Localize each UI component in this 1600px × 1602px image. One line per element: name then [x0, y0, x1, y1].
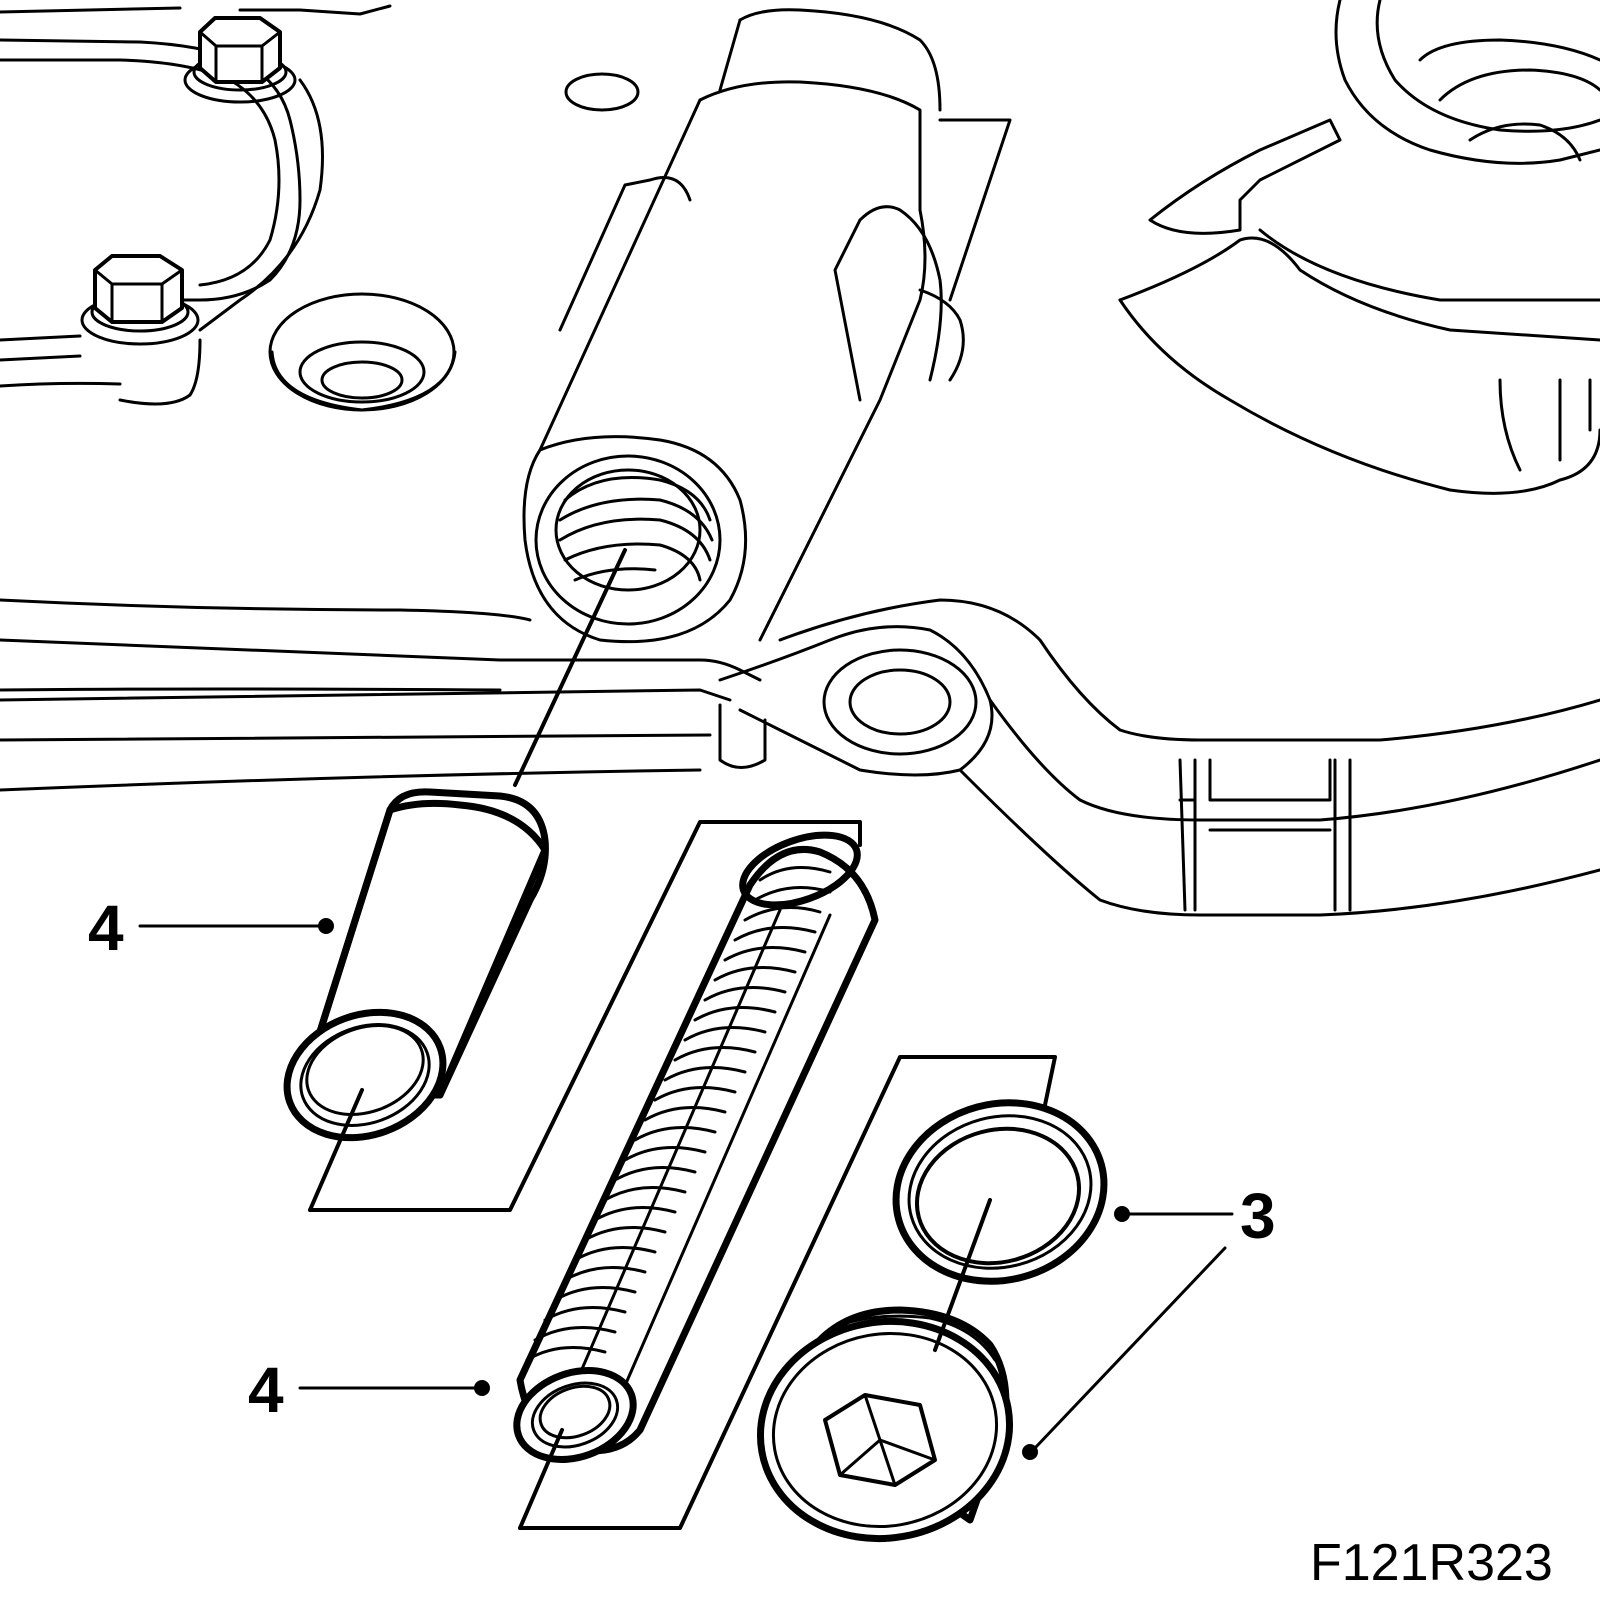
- housing-boss: [538, 8, 1012, 642]
- callout-bushing: 4: [88, 892, 334, 964]
- callout-seal-and-plug: 3: [1022, 1180, 1276, 1460]
- callout-label: 4: [248, 1354, 284, 1426]
- bolt-left: [80, 254, 200, 346]
- callout-label: 4: [88, 892, 124, 964]
- gearbox-housing: [0, 0, 1600, 917]
- leader-dot: [318, 918, 334, 934]
- callout-label: 3: [1240, 1180, 1276, 1252]
- plug-screw-part: [756, 1306, 1014, 1543]
- figure-code: F121R323: [1310, 1534, 1553, 1592]
- leader-dot: [474, 1380, 490, 1396]
- seal-bracket: [933, 1198, 992, 1352]
- right-mount: [1118, 0, 1600, 495]
- bolt-top: [183, 16, 297, 104]
- sealing-ring-part: [892, 1099, 1108, 1285]
- countersunk-hole: [268, 292, 457, 412]
- spring-bracket: [518, 1055, 1057, 1530]
- leader-dot: [1022, 1444, 1038, 1460]
- threaded-bore: [522, 435, 748, 644]
- callout-spring: 4: [248, 1354, 490, 1426]
- spring-part: [513, 831, 879, 1463]
- leader-dot: [1114, 1206, 1130, 1222]
- bushing-part: [283, 788, 549, 1142]
- flange-mount: [718, 625, 994, 777]
- bushing-bracket: [308, 548, 862, 1212]
